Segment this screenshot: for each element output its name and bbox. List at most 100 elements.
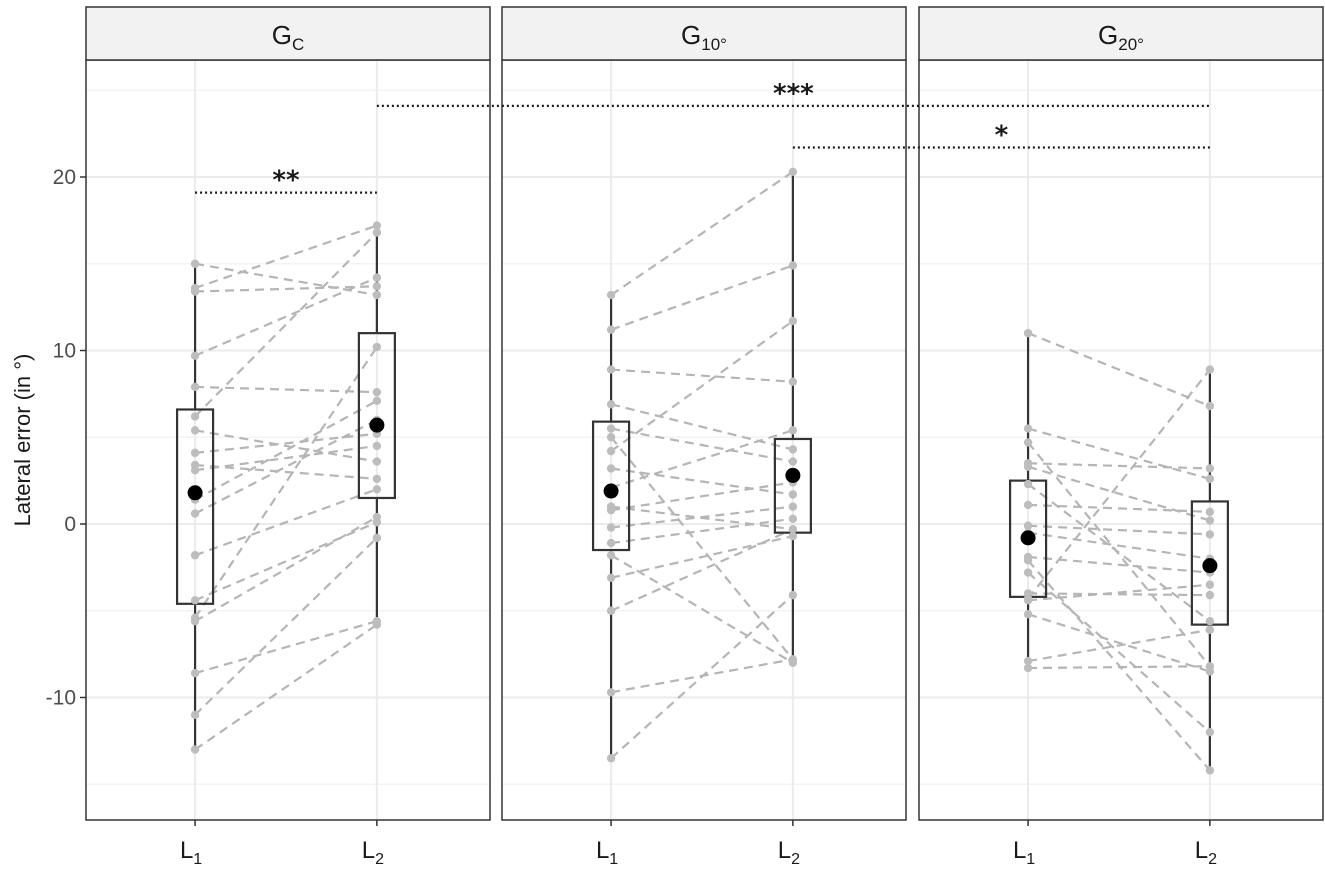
pair-line (195, 285, 377, 293)
data-point (788, 514, 798, 523)
data-point (1023, 424, 1033, 433)
data-point (1205, 365, 1215, 374)
data-point (788, 457, 798, 466)
data-point (788, 502, 798, 511)
data-point (606, 433, 616, 442)
data-point (1205, 590, 1215, 600)
data-point (372, 387, 382, 397)
data-point (1205, 580, 1215, 589)
mean-marker (187, 485, 203, 501)
data-point (190, 351, 200, 360)
data-point (1023, 521, 1033, 530)
pair-line (1027, 613, 1211, 673)
pair-line (194, 521, 378, 602)
data-point (372, 273, 382, 282)
data-point (372, 457, 382, 466)
data-point (1023, 663, 1033, 673)
data-point (190, 259, 200, 268)
data-point (606, 573, 616, 582)
pair-line (194, 231, 378, 418)
pair-line (1028, 665, 1210, 670)
pair-line (611, 368, 793, 383)
y-tick-label: 0 (64, 513, 76, 536)
data-point (1023, 610, 1033, 619)
data-point (788, 445, 798, 454)
data-point (1023, 328, 1033, 338)
pair-line (194, 516, 378, 623)
data-point (372, 282, 382, 291)
x-tick-label: L2 (778, 837, 800, 868)
pair-line (1027, 531, 1211, 560)
data-point (1205, 667, 1215, 676)
data-point (788, 261, 798, 270)
pair-line (610, 436, 794, 661)
data-point (190, 448, 200, 458)
data-point (372, 228, 382, 237)
data-point (606, 688, 616, 697)
panel-background (502, 60, 906, 820)
significance-bracket: ** (195, 166, 377, 196)
data-point (1205, 464, 1215, 473)
data-point (788, 167, 798, 176)
pair-line (194, 346, 378, 619)
pair-line (1028, 462, 1210, 470)
pair-line (194, 276, 378, 357)
pair-line (610, 467, 794, 496)
pair-line (194, 429, 378, 463)
x-tick-label: L1 (180, 837, 202, 868)
data-point (606, 424, 616, 433)
pair-line (194, 399, 378, 501)
y-tick-label: 20 (53, 166, 76, 189)
data-point (788, 525, 798, 534)
data-point (190, 426, 200, 435)
mean-marker (785, 467, 801, 483)
pair-line (1028, 503, 1210, 513)
significance-bracket: * (792, 121, 1210, 151)
data-point (1023, 438, 1033, 447)
significance-label: * (995, 121, 1009, 151)
pair-line (194, 620, 378, 675)
pair-line (194, 444, 378, 472)
data-point (788, 590, 798, 600)
pair-line (1027, 571, 1211, 734)
pair-line (610, 170, 794, 296)
data-point (190, 710, 200, 720)
pair-line (194, 623, 378, 751)
data-point (1205, 474, 1215, 484)
pair-line (1027, 441, 1211, 667)
x-tick-label: L1 (596, 837, 618, 868)
pair-line (1027, 559, 1211, 772)
data-point (372, 441, 382, 451)
pair-line (194, 537, 378, 716)
data-point (1205, 507, 1215, 517)
pair-line (194, 418, 378, 515)
data-point (606, 290, 616, 300)
data-point (788, 490, 798, 499)
data-point (372, 474, 382, 484)
data-point (372, 620, 382, 629)
data-point (372, 533, 382, 543)
data-point (1205, 616, 1215, 626)
data-point (1023, 656, 1033, 666)
data-point (190, 596, 200, 605)
pair-line (1027, 628, 1211, 663)
pair-line (1028, 592, 1210, 597)
data-point (606, 464, 616, 473)
pair-line (1027, 583, 1210, 602)
pair-line (610, 320, 794, 453)
data-point (372, 485, 382, 494)
data-point (1023, 568, 1033, 577)
data-point (1205, 401, 1215, 411)
pair-line (610, 481, 794, 512)
data-point (606, 505, 616, 515)
strip-title: GC (272, 20, 305, 54)
significance-label: ** (272, 166, 300, 196)
pair-line (610, 264, 794, 331)
strip-header (501, 6, 907, 61)
data-point (190, 745, 200, 754)
data-point (1205, 530, 1215, 539)
data-point (372, 221, 382, 230)
pair-line (1027, 332, 1211, 408)
